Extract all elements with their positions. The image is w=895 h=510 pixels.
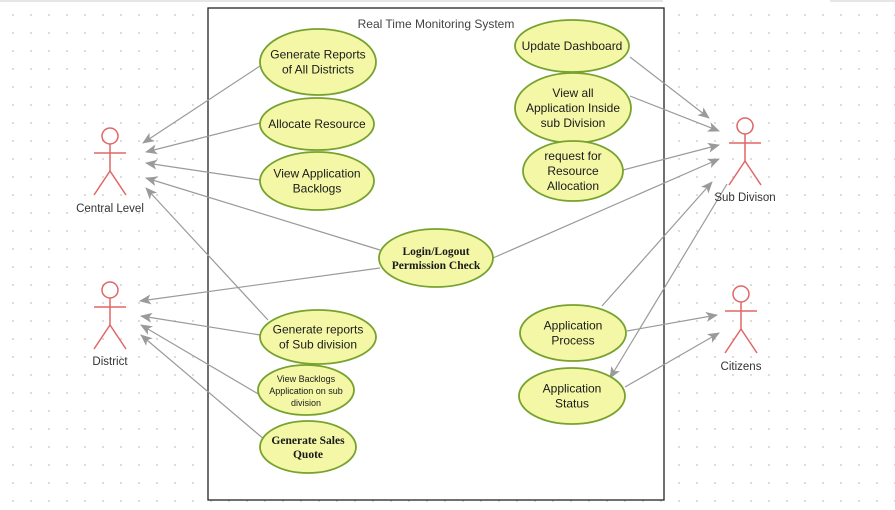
top-divider-line — [0, 0, 663, 2]
association-update-dashboard-to-subdivison — [629, 56, 710, 119]
use-case-label: Process — [551, 334, 594, 348]
actor-right-leg — [740, 328, 758, 354]
use-case-ellipse[interactable] — [259, 420, 357, 474]
actor-head-icon — [736, 117, 754, 135]
associations — [139, 56, 728, 441]
association-generate-reports-sub-to-district — [140, 312, 261, 336]
actor-label: Sub Divison — [714, 192, 775, 204]
use-case-label: Update Dashboard — [522, 39, 623, 53]
use-case-label: Application — [544, 319, 603, 333]
use-case-ellipse[interactable] — [259, 28, 377, 96]
use-case-ellipse[interactable] — [378, 228, 494, 288]
use-case-label: View all — [552, 86, 593, 100]
use-case-label: Permission Check — [392, 260, 481, 272]
use-case-ellipse[interactable] — [259, 309, 377, 365]
association-login-logout-to-subdivison — [492, 158, 720, 259]
use-case-label: of All Districts — [282, 63, 354, 77]
association-request-resource-to-subdivison — [622, 142, 720, 171]
association-view-backlogs-sub-to-district — [140, 324, 261, 396]
use-case-ellipse[interactable] — [518, 367, 626, 425]
use-case-label: Generate Reports — [270, 48, 365, 62]
use-case-allocate-resource[interactable]: Allocate Resource — [259, 97, 375, 151]
association-application-process-to-subdivison — [601, 181, 713, 307]
use-case-label: Resource — [547, 164, 599, 178]
association-allocate-resource-to-central — [145, 122, 261, 155]
actor-district[interactable]: District — [92, 281, 128, 368]
actor-head-icon — [732, 285, 750, 303]
use-case-ellipse[interactable] — [259, 97, 375, 151]
actor-label: Citizens — [721, 361, 762, 373]
actor-head-icon — [101, 281, 119, 299]
use-case-label: View Backlogs — [277, 374, 336, 384]
use-case-ellipse[interactable] — [257, 364, 355, 416]
association-subdivison-to-application_status — [609, 183, 728, 379]
association-login-logout-to-district — [139, 267, 381, 305]
use-case-label: Generate reports — [273, 323, 364, 337]
association-application-status-to-citizens — [624, 332, 720, 388]
association-view-all-apps-sub-to-subdivison — [629, 95, 720, 132]
use-case-ellipse[interactable] — [519, 304, 627, 362]
use-case-label: Application Inside — [526, 101, 620, 115]
use-case-label: Application on sub — [269, 386, 343, 396]
use-case-label: Status — [555, 397, 589, 411]
use-case-label: Allocate Resource — [268, 117, 366, 131]
actor-label: Central Level — [76, 203, 144, 215]
actor-left-leg — [93, 170, 111, 196]
association-generate-reports-sub-to-central — [145, 187, 269, 321]
association-login-logout-to-central — [145, 176, 381, 251]
use-case-label: request for — [544, 149, 601, 163]
use-case-ellipse[interactable] — [514, 19, 630, 73]
use-case-label: Backlogs — [293, 182, 342, 196]
actor-subdivison[interactable]: Sub Divison — [714, 117, 776, 204]
use-case-ellipse[interactable] — [259, 151, 375, 211]
association-application-process-to-citizens — [626, 312, 718, 332]
actor-head-icon — [101, 127, 119, 145]
use-case-label: Login/Logout — [402, 246, 469, 258]
use-case-label: Application — [543, 382, 602, 396]
use-case-label: division — [291, 398, 321, 408]
use-case-label: Quote — [293, 449, 323, 461]
use-case-label: Generate Sales — [271, 435, 345, 447]
actor-left-leg — [728, 160, 746, 186]
use-case-label: of Sub division — [279, 338, 357, 352]
actor-left-leg — [724, 328, 742, 354]
association-generate-sales-quote-to-district — [140, 334, 266, 441]
use-case-label: View Application — [273, 167, 360, 181]
actor-label: District — [92, 356, 128, 368]
use-case-label: sub Division — [541, 116, 606, 130]
use-case-update-dashboard[interactable]: Update Dashboard — [514, 19, 630, 73]
actor-right-leg — [744, 160, 762, 186]
actor-right-leg — [109, 170, 127, 196]
actor-central[interactable]: Central Level — [76, 127, 144, 215]
system-title: Real Time Monitoring System — [358, 17, 515, 31]
actor-citizens[interactable]: Citizens — [721, 285, 762, 373]
actor-right-leg — [109, 324, 127, 350]
association-generate-reports-all-to-central — [142, 65, 261, 144]
use-case-ellipse[interactable] — [522, 140, 624, 202]
actor-left-leg — [93, 324, 111, 350]
association-view-app-backlogs-to-central — [145, 159, 261, 181]
top-divider-line-right — [830, 0, 895, 2]
use-case-label: Allocation — [547, 179, 599, 193]
